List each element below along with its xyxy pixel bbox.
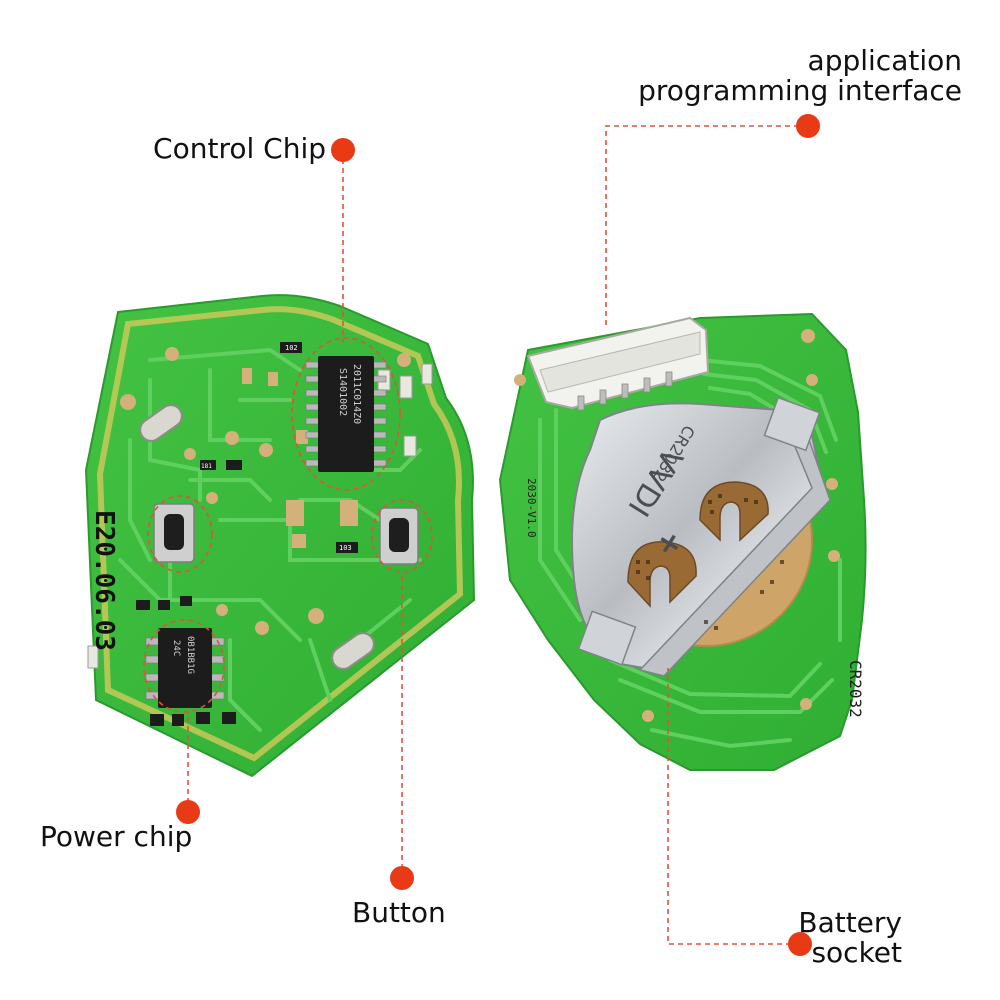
control-chip-marking-1: S1401002 bbox=[337, 368, 348, 416]
power-chip-highlight bbox=[143, 619, 225, 713]
callout-power-chip-text: Power chip bbox=[40, 820, 193, 853]
label-102: 102 bbox=[285, 344, 298, 352]
left-board-rim bbox=[96, 306, 464, 762]
battery-cutout-2 bbox=[627, 541, 697, 608]
power-chip-body bbox=[158, 628, 212, 708]
callout-button: Button bbox=[352, 898, 446, 928]
board-version-print: 2030-V1.0 bbox=[525, 478, 538, 538]
label-103: 103 bbox=[339, 544, 352, 552]
callout-control-chip: Control Chip bbox=[130, 134, 326, 164]
callout-button-text: Button bbox=[352, 896, 446, 929]
api-connector bbox=[526, 316, 710, 411]
red-dot-marker-icon bbox=[796, 114, 820, 138]
control-chip-highlight bbox=[291, 337, 401, 491]
battery-cutout-1 bbox=[699, 481, 769, 542]
red-dot-marker-icon bbox=[788, 932, 812, 956]
callout-battery-line2: socket bbox=[811, 936, 902, 969]
callout-api-line1: application bbox=[807, 44, 962, 77]
callout-power-chip: Power chip bbox=[40, 822, 192, 852]
battery-type-print: CR2032 bbox=[846, 660, 865, 718]
label-181: 181 bbox=[201, 463, 212, 470]
left-board-pads bbox=[120, 347, 411, 635]
red-dot-marker-icon bbox=[331, 138, 355, 162]
power-chip: 24C 0B1BB1G bbox=[145, 628, 225, 708]
board-date-code: E20.06.03 bbox=[89, 510, 119, 651]
callout-control-chip-text: Control Chip bbox=[153, 132, 326, 165]
callout-battery: Battery socket bbox=[760, 908, 902, 968]
highlight-rings bbox=[143, 337, 433, 713]
leader-api bbox=[605, 125, 808, 326]
battery-holder-tab-top bbox=[763, 396, 821, 452]
right-pcb-board: VVDI CR2032 + 2030-V1.0 CR2032 bbox=[498, 312, 867, 771]
control-chip-marking-2: 2011C014Z0 bbox=[351, 364, 362, 424]
battery-holder: VVDI CR2032 + bbox=[571, 396, 831, 677]
left-oval-pad-bottom bbox=[331, 632, 375, 670]
red-dot-marker-icon bbox=[390, 866, 414, 890]
control-chip: S1401002 2011C014Z0 bbox=[305, 356, 387, 472]
left-tactile-button bbox=[153, 503, 195, 563]
callout-api: application programming interface bbox=[600, 46, 962, 106]
power-chip-marking-2: 0B1BB1G bbox=[185, 636, 195, 674]
callout-markers bbox=[176, 114, 820, 956]
battery-holder-tab-bottom bbox=[577, 610, 637, 666]
left-oval-pad-top bbox=[139, 404, 183, 442]
right-button-highlight bbox=[371, 499, 433, 573]
right-tactile-button bbox=[379, 507, 419, 565]
power-chip-marking-1: 24C bbox=[171, 640, 181, 656]
callout-api-line2: programming interface bbox=[638, 74, 962, 107]
left-pcb-board: 102 103 181 S1401002 2011C014Z0 bbox=[84, 294, 476, 778]
red-dot-marker-icon bbox=[176, 800, 200, 824]
left-button-highlight bbox=[147, 495, 213, 573]
callout-battery-line1: Battery bbox=[798, 906, 902, 939]
right-board-pads bbox=[514, 329, 840, 722]
leader-lines bbox=[187, 125, 808, 945]
leader-battery bbox=[667, 668, 800, 945]
control-chip-body bbox=[318, 356, 374, 472]
